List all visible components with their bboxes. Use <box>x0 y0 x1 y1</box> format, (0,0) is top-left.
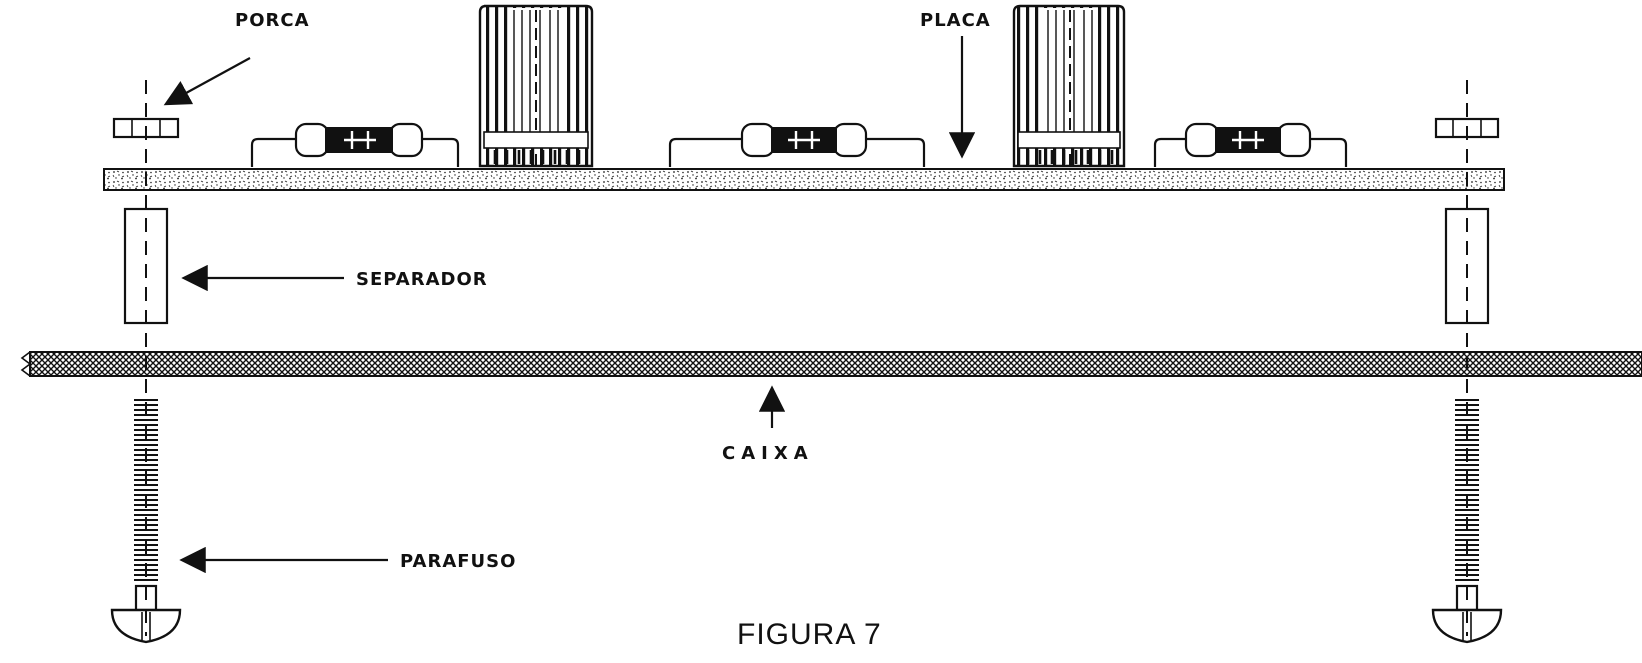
placa-label: PLACA <box>920 10 991 31</box>
enclosure-wall <box>20 351 1642 377</box>
porca-label: PORCA <box>235 10 310 31</box>
capacitor-right <box>1012 4 1126 168</box>
screw-head-right <box>1431 584 1503 644</box>
parafuso-label: PARAFUSO <box>400 551 516 572</box>
resistor-left <box>250 122 460 167</box>
resistor-right <box>1153 122 1348 167</box>
porca-arrow <box>163 57 251 106</box>
separador-label: SEPARADOR <box>356 269 488 290</box>
caixa-label: CAIXA <box>722 443 814 464</box>
screw-head-left <box>110 584 182 644</box>
resistor-middle <box>668 122 926 167</box>
capacitor-left <box>478 4 594 168</box>
figure-caption: FIGURA 7 <box>737 618 882 651</box>
pcb-board <box>103 168 1505 191</box>
right-mount-stack <box>1431 80 1503 644</box>
left-mount-stack <box>110 80 182 644</box>
